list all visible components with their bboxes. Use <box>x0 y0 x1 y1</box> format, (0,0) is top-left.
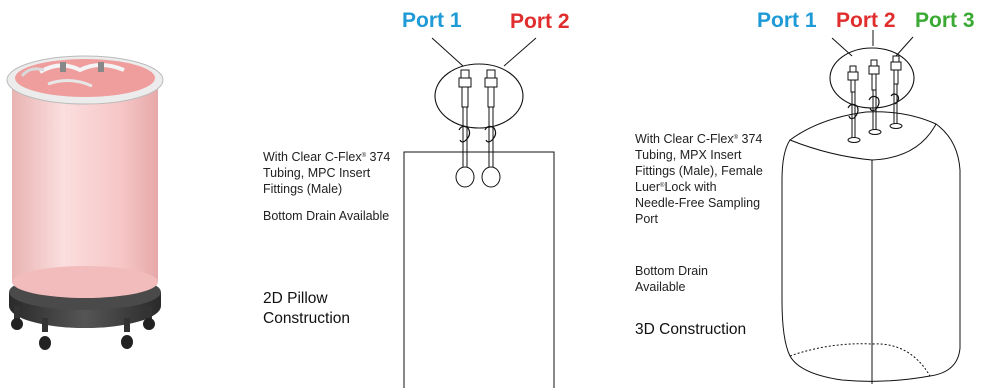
registered-mark: ® <box>733 135 739 141</box>
registered-mark: ® <box>361 153 367 159</box>
pillow-2d-description: With Clear C-Flex® 374 Tubing, MPC Inser… <box>263 149 403 197</box>
pillow-2d-description-pre: With Clear C-Flex <box>263 150 362 164</box>
construction-3d-port-2-label: Port 2 <box>836 9 896 32</box>
construction-3d-description: With Clear C-Flex® 374 Tubing, MPX Inser… <box>635 131 763 227</box>
construction-3d-drain-line-2: Available <box>635 280 686 294</box>
construction-3d-drain-text: Bottom Drain Available <box>635 263 745 295</box>
construction-3d-description-mid: 374 Tubing, MPX Insert Fittings (Male), … <box>635 132 763 194</box>
construction-3d-description-post: Lock with Needle-Free Sampling Port <box>635 180 761 226</box>
pillow-2d-port-2-label: Port 2 <box>510 10 570 33</box>
construction-3d-port-1-label: Port 1 <box>757 9 817 32</box>
pillow-2d-title-line-1: 2D Pillow <box>263 290 328 307</box>
pillow-2d-title: 2D Pillow Construction <box>263 289 403 329</box>
construction-3d-description-pre: With Clear C-Flex <box>635 132 734 146</box>
construction-3d-title: 3D Construction <box>635 321 747 338</box>
registered-mark: ® <box>660 183 665 189</box>
pillow-2d-title-line-2: Construction <box>263 310 351 327</box>
pillow-2d-drain-text: Bottom Drain Available <box>263 209 390 223</box>
construction-3d-port-3-label: Port 3 <box>915 9 975 32</box>
pillow-2d-description-post: 374 Tubing, MPC Insert Fittings (Male) <box>263 150 391 196</box>
pillow-2d-port-1-label: Port 1 <box>402 9 462 32</box>
construction-3d-drain-line-1: Bottom Drain <box>635 264 708 278</box>
